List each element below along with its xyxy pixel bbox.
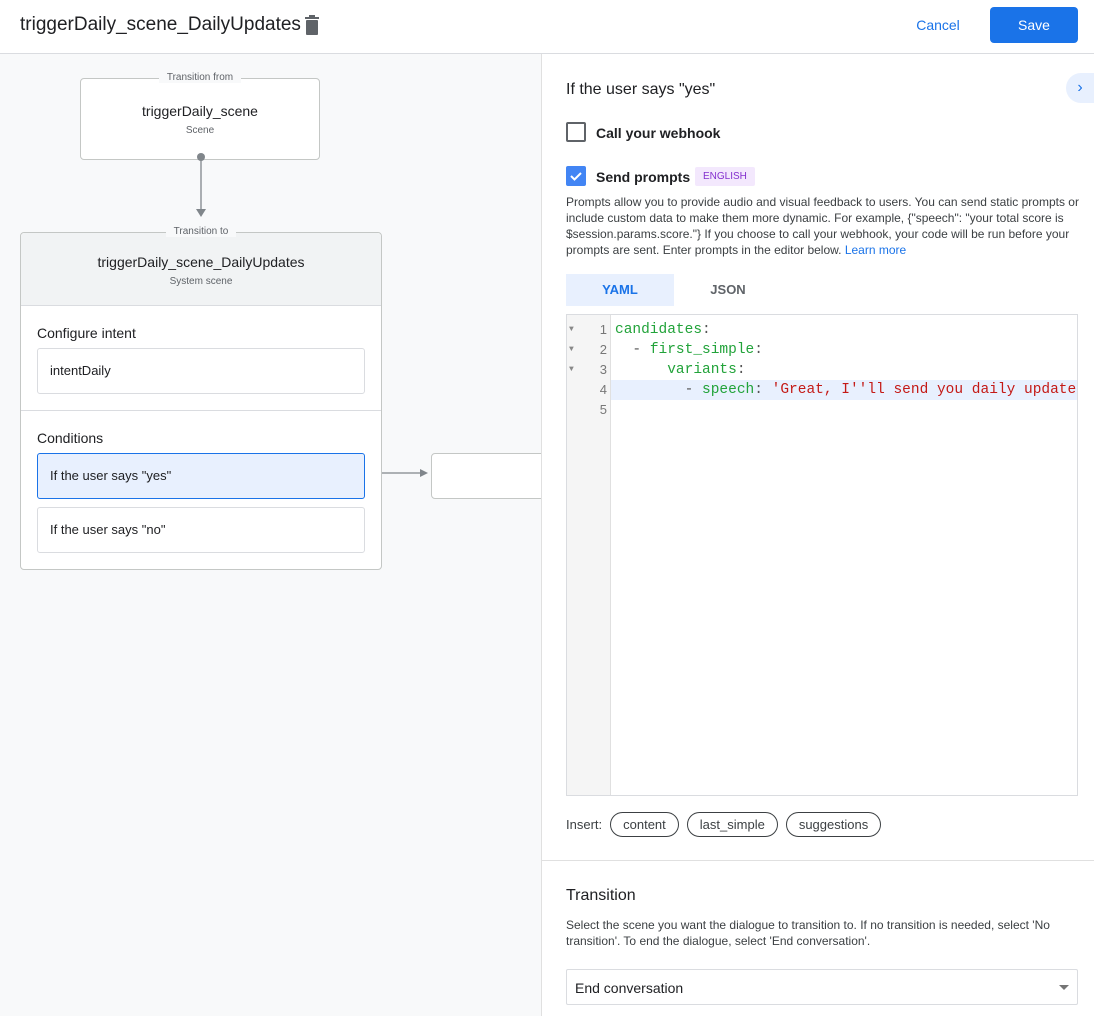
condition-item-yes[interactable]: If the user says "yes" [37,453,365,499]
scene-name: triggerDaily_scene_DailyUpdates [97,254,305,270]
transition-select[interactable]: End conversation [566,969,1078,1005]
panel-title: If the user says "yes" [566,81,716,98]
condition-panel: If the user says "yes" Call your webhook… [542,54,1094,1016]
page-title: triggerDaily_scene_DailyUpdates [20,14,301,35]
send-prompts-checkbox[interactable] [566,166,586,186]
fold-arrow-icon[interactable]: ▼ [569,345,574,354]
code-line: ▼3 variants: [569,362,746,378]
insert-chip-content[interactable]: content [610,812,679,837]
delete-icon[interactable] [304,15,320,35]
divider [542,860,1094,861]
language-badge: ENGLISH [695,167,755,186]
scene-type: Scene [185,125,215,136]
dropdown-arrow-icon [1059,985,1069,990]
scene-type: System scene [169,276,233,287]
chevron-right-icon[interactable]: › [1066,73,1094,103]
divider [21,410,381,411]
header: triggerDaily_scene_DailyUpdates Cancel S… [0,0,1094,54]
insert-chip-suggestions[interactable]: suggestions [785,812,882,837]
transition-to-node: Transition to triggerDaily_scene_DailyUp… [20,226,382,570]
cancel-button[interactable]: Cancel [904,8,972,42]
code-line: 4 - speech: 'Great, I''ll send you daily… [567,380,1077,400]
tab-yaml[interactable]: YAML [566,274,674,306]
prompts-description: Prompts allow you to provide audio and v… [566,195,1079,257]
condition-item-no[interactable]: If the user says "no" [37,507,365,553]
flow-canvas: Transition from triggerDaily_scene Scene… [0,54,542,1016]
webhook-label: Call your webhook [596,125,721,141]
code-line: ▼2 - first_simple: [569,342,763,358]
transition-target-node[interactable] [431,453,541,499]
fold-arrow-icon[interactable]: ▼ [569,325,574,334]
line-number: 3 [599,362,607,377]
transition-from-node[interactable]: Transition from triggerDaily_scene Scene [80,72,320,160]
transition-to-legend: Transition to [165,226,237,237]
line-number: 5 [599,402,607,417]
scene-name: triggerDaily_scene [142,103,258,119]
send-prompts-label: Send prompts [596,169,691,185]
fold-arrow-icon[interactable]: ▼ [569,365,574,374]
intent-item[interactable]: intentDaily [37,348,365,394]
transition-description: Select the scene you want the dialogue t… [566,918,1050,948]
check-icon [570,172,582,181]
insert-bar: Insert: content last_simple suggestions [566,812,882,837]
format-tabs: YAML JSON [566,274,782,306]
transition-from-legend: Transition from [158,72,242,83]
line-number: 2 [599,342,607,357]
save-button[interactable]: Save [990,7,1078,43]
line-number: 1 [599,322,607,337]
line-number: 4 [599,382,607,397]
insert-chip-last-simple[interactable]: last_simple [686,812,778,837]
learn-more-link[interactable]: Learn more [844,243,907,257]
transition-heading: Transition [566,887,636,904]
webhook-checkbox[interactable] [566,122,586,142]
conditions-heading: Conditions [37,430,104,446]
insert-label: Insert: [566,817,603,832]
configure-intent-heading: Configure intent [37,325,136,341]
code-line: 5 [567,400,1077,420]
transition-select-value: End conversation [575,980,684,996]
tab-json[interactable]: JSON [710,282,746,297]
